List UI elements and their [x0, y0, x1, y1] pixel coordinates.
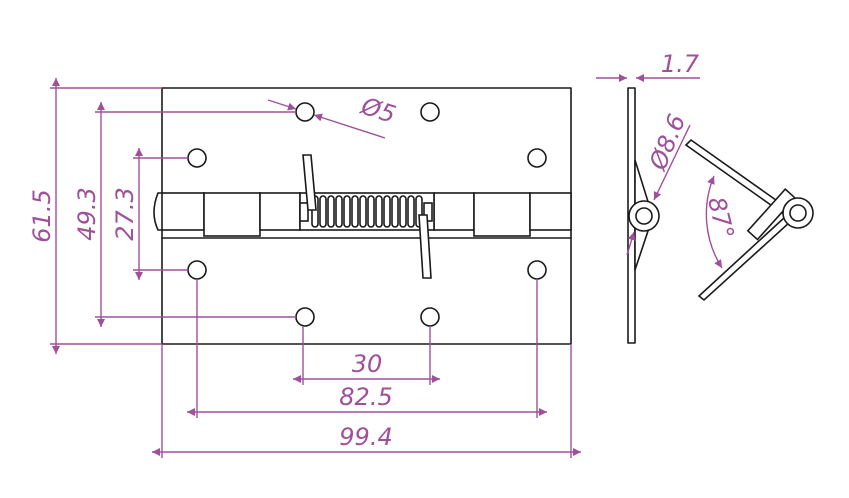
knuckle-2: [203, 192, 261, 237]
knuckle-4: [433, 192, 475, 231]
spring-coil: [407, 195, 415, 228]
spring-coil: [391, 195, 399, 228]
knuckle-1: [161, 192, 205, 231]
angle-knuckle-inner: [789, 204, 807, 222]
spring-coil: [359, 195, 367, 228]
spring-coil: [375, 195, 383, 228]
leader-hole-diameter: [267, 99, 297, 111]
dim-outer-hole-spacing: 82.5: [339, 383, 392, 411]
knuckle-3: [259, 192, 301, 231]
front-view: [153, 87, 572, 345]
dim-hole-diameter: Ø5: [357, 91, 399, 128]
spring-coil: [367, 195, 375, 228]
angle-knuckle-outer: [782, 197, 814, 229]
dim-inner-hole-height: 27.3: [111, 187, 139, 240]
spring-coil: [335, 195, 343, 228]
spring-coil: [399, 195, 407, 228]
dim-outer-hole-height: 49.3: [73, 187, 101, 240]
dim-leaf-thickness: 1.7: [661, 50, 700, 78]
hole-upper-left: [187, 148, 207, 168]
hole-upper-right: [527, 148, 547, 168]
leader-hole-diameter: [313, 113, 386, 139]
hole-bottom-center-right: [420, 307, 440, 327]
spring-coils: [311, 195, 423, 228]
dim-inner-hole-spacing: 30: [352, 350, 383, 378]
hole-lower-left: [187, 260, 207, 280]
leader-knuckle-diameter: [653, 124, 691, 201]
knuckle-5: [473, 192, 531, 237]
spring-coil: [327, 195, 335, 228]
side-knuckle-outer: [628, 200, 660, 232]
dim-arc-angle: [705, 175, 723, 269]
side-view: [627, 87, 660, 344]
spring-coil: [351, 195, 359, 228]
angle-view: [684, 138, 814, 302]
hole-bottom-center-left: [295, 307, 315, 327]
hole-top-center-left: [295, 102, 315, 122]
angle-knuckle-block: [746, 188, 797, 241]
dimensions: 99.4 82.5 30 61.5 49.3 27.3 Ø5 1.7 Ø8.6: [28, 50, 739, 458]
knuckle-6: [529, 192, 572, 231]
spring-tang-upper: [302, 154, 317, 211]
side-knuckle-inner: [635, 207, 653, 225]
spring-end-left: [299, 202, 309, 222]
spring-coil: [383, 195, 391, 228]
hole-top-center-right: [420, 102, 440, 122]
spring-coil: [319, 195, 327, 228]
spring-coil: [343, 195, 351, 228]
leader-knuckle-diameter: [626, 231, 636, 256]
dim-overall-height: 61.5: [28, 189, 56, 242]
barrel-end-left: [153, 192, 162, 231]
dim-overall-width: 99.4: [339, 423, 392, 451]
spring-tang-lower: [418, 214, 432, 279]
dim-opening-angle: 87°: [702, 194, 739, 242]
hole-lower-right: [527, 260, 547, 280]
dim-knuckle-diameter: Ø8.6: [644, 110, 692, 174]
